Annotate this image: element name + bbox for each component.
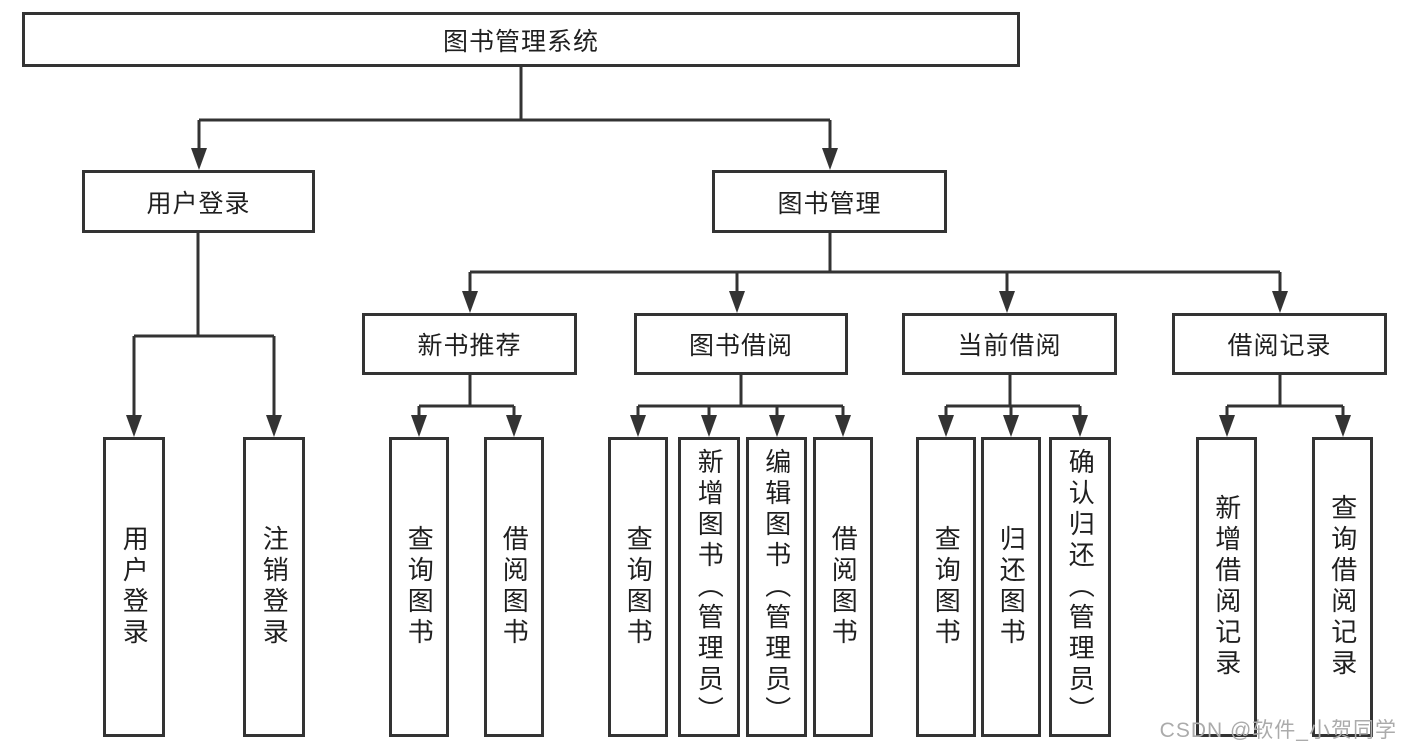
leaf-query-books-borrowing-label: 查询图书 (623, 525, 654, 649)
connector-book-management (468, 233, 1282, 293)
node-book-borrowing-label: 图书借阅 (688, 332, 793, 360)
arrowheads-new-book (411, 415, 522, 437)
node-user-login-label: 用户登录 (146, 189, 251, 218)
leaf-query-books-borrowing: 查询图书 (608, 437, 668, 737)
node-borrow-records-label: 借阅记录 (1227, 332, 1332, 360)
leaf-query-borrow-record: 查询借阅记录 (1312, 437, 1373, 737)
node-user-login: 用户登录 (82, 170, 315, 233)
connector-user-login (132, 233, 276, 419)
node-book-management-label: 图书管理 (777, 189, 882, 218)
node-book-management: 图书管理 (712, 170, 947, 233)
watermark: CSDN @软件_小贺同学 (1159, 719, 1397, 742)
leaf-add-books-admin: 新增图书（管理员） (678, 437, 740, 737)
arrowheads-book-management (462, 291, 1288, 313)
connector-borrow-records (1225, 375, 1345, 419)
leaf-edit-books-admin: 编辑图书（管理员） (746, 437, 807, 737)
leaf-add-books-admin-label: 新增图书（管理员） (694, 447, 725, 727)
leaf-add-borrow-record-label: 新增借阅记录 (1211, 494, 1242, 680)
leaf-edit-books-admin-label: 编辑图书（管理员） (761, 447, 792, 727)
leaf-confirm-return-admin: 确认归还（管理员） (1049, 437, 1111, 737)
leaf-borrow-books-label: 借阅图书 (828, 525, 859, 649)
connector-root (197, 67, 832, 150)
connector-book-borrowing (636, 375, 845, 419)
leaf-query-books-recommend-label: 查询图书 (404, 525, 435, 649)
arrowheads-current-borrowing (938, 415, 1088, 437)
node-borrow-records: 借阅记录 (1172, 313, 1387, 375)
node-new-book-recommend: 新书推荐 (362, 313, 577, 375)
node-current-borrowing: 当前借阅 (902, 313, 1117, 375)
leaf-query-books-recommend: 查询图书 (389, 437, 449, 737)
node-root-system: 图书管理系统 (22, 12, 1020, 67)
leaf-query-borrow-record-label: 查询借阅记录 (1327, 494, 1358, 680)
leaf-borrow-books-recommend-label: 借阅图书 (499, 525, 530, 649)
arrowheads-book-borrowing (630, 415, 851, 437)
leaf-confirm-return-admin-label: 确认归还（管理员） (1065, 447, 1096, 727)
leaf-add-borrow-record: 新增借阅记录 (1196, 437, 1257, 737)
leaf-return-books: 归还图书 (981, 437, 1041, 737)
leaf-return-books-label: 归还图书 (996, 525, 1027, 649)
node-new-book-recommend-label: 新书推荐 (417, 332, 522, 360)
leaf-user-login-label: 用户登录 (119, 525, 150, 649)
leaf-logout: 注销登录 (243, 437, 305, 737)
leaf-borrow-books-recommend: 借阅图书 (484, 437, 544, 737)
leaf-query-books-current: 查询图书 (916, 437, 976, 737)
leaf-borrow-books: 借阅图书 (813, 437, 873, 737)
connector-current-borrowing (944, 375, 1082, 419)
leaf-logout-label: 注销登录 (259, 525, 290, 649)
node-book-borrowing: 图书借阅 (634, 313, 848, 375)
leaf-user-login: 用户登录 (103, 437, 165, 737)
arrowheads-borrow-records (1219, 415, 1351, 437)
arrowheads-user-login (126, 415, 282, 437)
node-root-system-label: 图书管理系统 (442, 27, 599, 56)
leaf-query-books-current-label: 查询图书 (931, 525, 962, 649)
arrowheads-root (191, 148, 838, 170)
node-current-borrowing-label: 当前借阅 (957, 332, 1062, 360)
connector-new-book (417, 375, 516, 419)
